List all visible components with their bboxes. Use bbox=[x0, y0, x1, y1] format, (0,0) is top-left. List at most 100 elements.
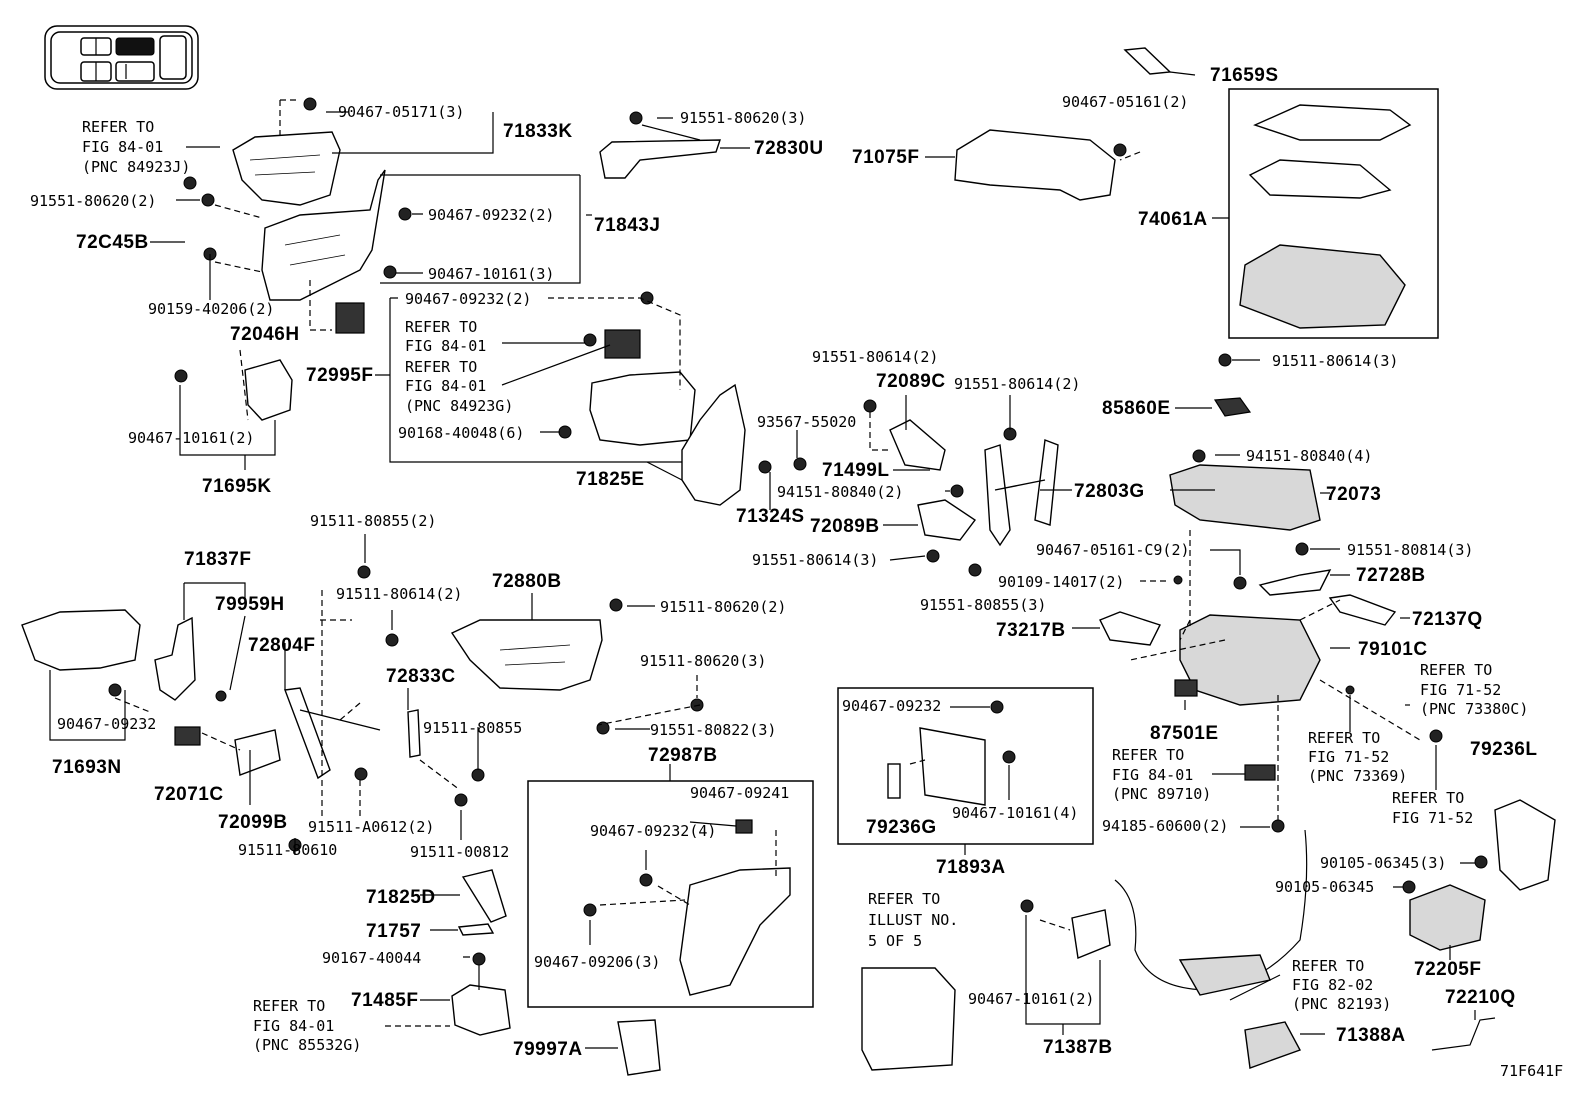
part-85860E-shape bbox=[1213, 397, 1252, 417]
refer-note-84923g-line3: (PNC 84923G) bbox=[405, 397, 513, 415]
fastener-label: 90109-14017(2) bbox=[998, 573, 1124, 591]
part-89710-shape bbox=[1244, 764, 1276, 781]
part-71757-shape bbox=[457, 923, 495, 936]
fastener-label: 90105-06345(3) bbox=[1320, 854, 1446, 872]
fastener-label: 90467-05161(2) bbox=[1062, 93, 1188, 111]
part-label-79236L: 79236L bbox=[1470, 739, 1537, 760]
part-label-71837F: 71837F bbox=[184, 549, 251, 570]
part-label-72073: 72073 bbox=[1326, 484, 1381, 505]
fastener-label: 91511-80855(2) bbox=[310, 512, 436, 530]
part-label-72099B: 72099B bbox=[218, 812, 288, 833]
fastener-label: 90467-09232 bbox=[842, 697, 941, 715]
fastener-label: 90467-09232(2) bbox=[428, 206, 554, 224]
part-72137Q-shape bbox=[1328, 594, 1397, 626]
fastener-label: 90167-40044 bbox=[322, 949, 421, 967]
fastener-label: 90467-10161(2) bbox=[968, 990, 1094, 1008]
part-72099B-shape bbox=[234, 729, 281, 776]
part-label-71833K: 71833K bbox=[503, 121, 573, 142]
fastener-label: 91511-80614(3) bbox=[1272, 352, 1398, 370]
part-label-79997A: 79997A bbox=[513, 1039, 583, 1060]
part-label-79959H: 79959H bbox=[215, 594, 285, 615]
refer-note-84923j-line2: FIG 84-01 bbox=[82, 138, 163, 156]
part-79236L-shape bbox=[1494, 799, 1556, 891]
refer-note-73369-line1: REFER TO bbox=[1308, 729, 1380, 747]
part-71825D-shape bbox=[461, 869, 507, 923]
part-79101C-shape bbox=[1179, 614, 1321, 706]
fastener-label: 91511-A0612(2) bbox=[308, 818, 434, 836]
refer-note-illust-line3: 5 OF 5 bbox=[868, 932, 922, 950]
part-72830U-shape bbox=[599, 139, 721, 179]
refer-note-84923j-line1: REFER TO bbox=[82, 118, 154, 136]
part-72073-shape bbox=[1169, 464, 1321, 531]
refer-note-73380c-line3: (PNC 73380C) bbox=[1420, 700, 1528, 718]
part-label-85860E: 85860E bbox=[1102, 398, 1171, 419]
fastener-label: 90159-40206(2) bbox=[148, 300, 274, 318]
fastener-label: 91551-80620(2) bbox=[30, 192, 156, 210]
diagram-id: 71F641F bbox=[1500, 1062, 1563, 1080]
part-71825E-shape bbox=[681, 383, 746, 506]
part-label-87501E: 87501E bbox=[1150, 723, 1219, 744]
part-label-73217B: 73217B bbox=[996, 620, 1066, 641]
part-71833K-shape bbox=[232, 131, 341, 206]
part-label-71659S: 71659S bbox=[1210, 65, 1279, 86]
part-label-71388A: 71388A bbox=[1336, 1025, 1406, 1046]
refer-note-71-52-line2: FIG 71-52 bbox=[1392, 809, 1473, 827]
part-label-71843J: 71843J bbox=[594, 215, 660, 236]
part-label-71075F: 71075F bbox=[852, 147, 919, 168]
refer-note-85532g-line1: REFER TO bbox=[253, 997, 325, 1015]
part-label-72C45B: 72C45B bbox=[76, 232, 149, 253]
part-72046H-shape bbox=[335, 302, 365, 334]
fastener-label: 94151-80840(2) bbox=[777, 483, 903, 501]
part-label-72210Q: 72210Q bbox=[1445, 987, 1516, 1008]
part-label-72987B: 72987B bbox=[648, 745, 718, 766]
fastener-label: 91551-80620(3) bbox=[680, 109, 806, 127]
part-71387B-shape bbox=[1071, 909, 1111, 959]
fastener-label: 93567-55020 bbox=[757, 413, 856, 431]
refer-note-89710-line3: (PNC 89710) bbox=[1112, 785, 1211, 803]
refer-note-73380c-line2: FIG 71-52 bbox=[1420, 681, 1501, 699]
part-label-72089B: 72089B bbox=[810, 516, 880, 537]
fastener-label: 90168-40048(6) bbox=[398, 424, 524, 442]
part-71893A-shape bbox=[919, 727, 986, 806]
part-label-72833C: 72833C bbox=[386, 666, 456, 687]
part-label-72728B: 72728B bbox=[1356, 565, 1426, 586]
refer-note-84923j-line3: (PNC 84923J) bbox=[82, 158, 190, 176]
part-72089B-shape bbox=[917, 499, 977, 541]
part-label-71324S: 71324S bbox=[736, 506, 805, 527]
part-label-79236G: 79236G bbox=[866, 817, 937, 838]
part-72803G-shape bbox=[984, 439, 1059, 547]
part-72804F-shape bbox=[284, 687, 381, 780]
part-72205F-shape bbox=[1409, 884, 1486, 951]
refer-note-85532g-line2: FIG 84-01 bbox=[253, 1017, 334, 1035]
fastener-label: 90467-09232(2) bbox=[405, 290, 531, 308]
part-label-72804F: 72804F bbox=[248, 635, 315, 656]
part-label-71695K: 71695K bbox=[202, 476, 272, 497]
fastener-label: 90467-10161(4) bbox=[952, 804, 1078, 822]
part-label-79101C: 79101C bbox=[1358, 639, 1428, 660]
part-label-71893A: 71893A bbox=[936, 857, 1006, 878]
part-label-71825D: 71825D bbox=[366, 887, 436, 908]
fastener-label: 91551-80822(3) bbox=[650, 721, 776, 739]
part-71075F-shape bbox=[954, 129, 1116, 201]
part-label-72995F: 72995F bbox=[306, 365, 373, 386]
refer-note-73380c-line1: REFER TO bbox=[1420, 661, 1492, 679]
fastener-label: 90467-05171(3) bbox=[338, 103, 464, 121]
part-71837F-shape bbox=[154, 616, 196, 701]
fastener-label: 90467-10161(2) bbox=[128, 429, 254, 447]
fastener-label: 91511-80610 bbox=[238, 841, 337, 859]
part-label-71387B: 71387B bbox=[1043, 1037, 1113, 1058]
refer-note-84-01a-line2: FIG 84-01 bbox=[405, 337, 486, 355]
fastener-glyphs bbox=[108, 97, 1488, 966]
fastener-label: 91511-80855 bbox=[423, 719, 522, 737]
refer-note-82193-line1: REFER TO bbox=[1292, 957, 1364, 975]
part-label-72205F: 72205F bbox=[1414, 959, 1481, 980]
part-label-71693N: 71693N bbox=[52, 757, 122, 778]
fastener-label: 90467-09232(4) bbox=[590, 822, 716, 840]
part-71485F-shape bbox=[451, 984, 511, 1036]
part-71659S-shape bbox=[1123, 47, 1172, 75]
fastener-label: 90105-06345 bbox=[1275, 878, 1374, 896]
refer-note-illust-line2: ILLUST NO. bbox=[868, 911, 958, 929]
fastener-label: 94151-80840(4) bbox=[1246, 447, 1372, 465]
refer-note-85532g-line3: (PNC 85532G) bbox=[253, 1036, 361, 1054]
refer-note-84923g-line2: FIG 84-01 bbox=[405, 377, 486, 395]
